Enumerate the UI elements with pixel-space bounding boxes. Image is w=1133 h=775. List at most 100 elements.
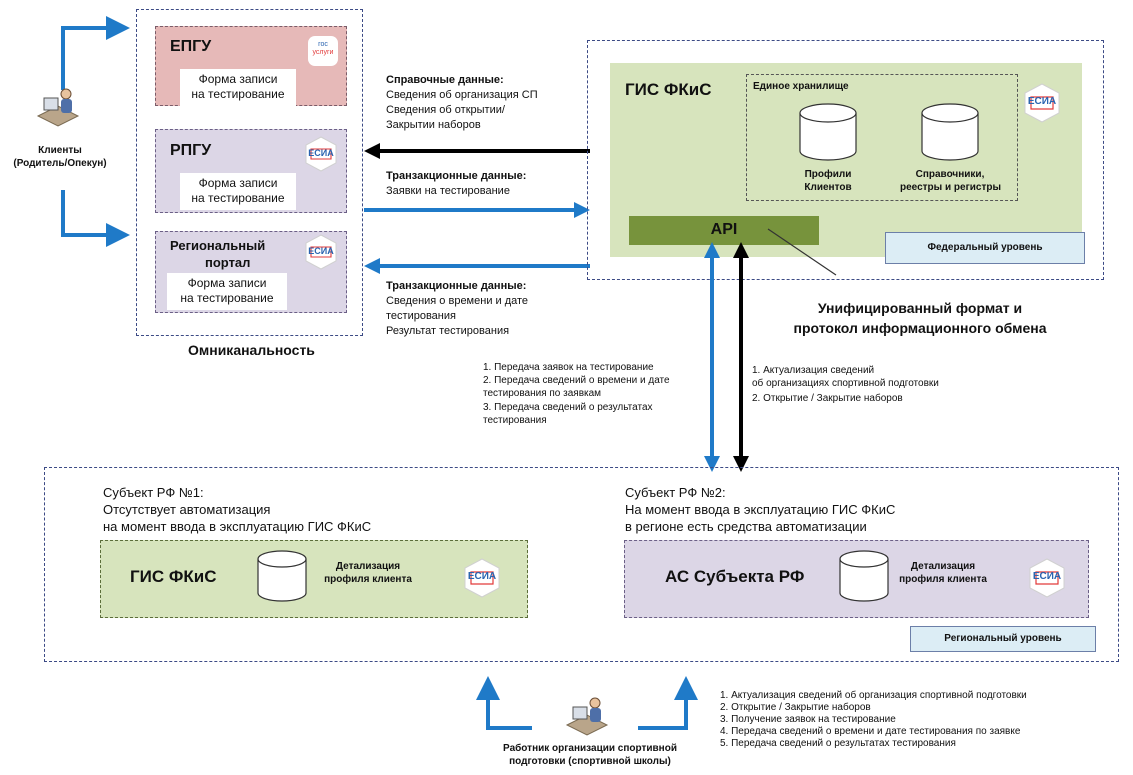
subject1-line3: на момент ввода в эксплуатацию ГИС ФКиС [103,519,372,534]
user-at-computer-icon [565,695,609,736]
db-registries-line1: Справочники, [915,169,985,180]
esia-logo-shape [1029,558,1065,598]
clients-label-line2: (Родитель/Опекун) [13,158,107,169]
epgu-form-line2: на тестирование [191,87,285,101]
database-cylinder-icon [799,103,857,161]
flow-right-item1b: об организациях спортивной подготовки [752,378,939,389]
subject1-line2: Отсутствует автоматизация [103,502,271,517]
api-bar [629,216,819,245]
portal-exchange-arrows [364,143,590,274]
worker-item: 4. Передача сведений о времени и дате те… [720,726,1021,737]
flow-left-item2: 2. Передача сведений о времени и дате [483,375,670,386]
subject2-system-title: АС Субъекта РФ [665,567,805,586]
gis-fkis-title: ГИС ФКиС [625,80,712,99]
unified-storage-title: Единое хранилище [753,81,849,92]
worker-item: 2. Открытие / Закрытие наборов [720,702,871,713]
subject2-line1: Субъект РФ №2: [625,485,726,500]
unified-format-line2: протокол информационного обмена [793,320,1047,336]
db-profiles-line1: Профили [804,169,852,180]
flow-left-item1: 1. Передача заявок на тестирование [483,362,654,373]
subject1-system-title: ГИС ФКиС [130,567,217,586]
esia-logo-shape [305,234,337,270]
worker-item: 5. Передача сведений о результатах тести… [720,738,956,749]
worker-label-line1: Работник организации спортивной [503,743,677,754]
esia-logo-shape [464,558,500,598]
esia-logo-text: ЕСИА [1027,96,1057,107]
reference-data-line2: Сведения об открытии/ [386,104,505,116]
api-label: API [710,221,738,238]
unified-format-pointer [767,228,837,276]
rpgu-form-line1: Форма записи [198,176,278,190]
regional-level-group [44,467,1119,662]
omnichannel-caption: Омниканальность [188,342,315,358]
rpgu-title: РПГУ [170,142,212,159]
esia-logo: ЕСИА [1027,558,1067,598]
transaction2-line2: тестирования [386,310,456,322]
gosuslugi-logo-line1: гос [318,41,328,48]
esia-logo: ЕСИА [303,234,339,270]
transaction1-title: Транзакционные данные: [386,170,527,182]
user-at-computer-icon-svg [565,697,609,736]
regional-portal-form: Форма записи на тестирование [167,273,287,310]
regional-portal-title-line1: Региональный [170,238,266,253]
omnichannel-group [136,9,363,336]
subject2-detail-line2: профиля клиента [899,574,987,585]
esia-logo-text: ЕСИА [467,571,497,582]
epgu-form-line1: Форма записи [198,72,278,86]
api-vertical-arrows [704,242,749,472]
rpgu-form-line2: на тестирование [191,191,285,205]
flow-right-item1: 1. Актуализация сведений [752,365,875,376]
database-cylinder-icon [921,103,979,161]
esia-logo: ЕСИА [303,136,339,172]
regional-level-badge: Региональный уровень [910,626,1096,652]
subject2-detail-line1: Детализация [910,561,976,572]
esia-logo-text: ЕСИА [308,148,334,158]
federal-level-group [587,40,1104,280]
subject2-line2: На момент ввода в эксплуатацию ГИС ФКиС [625,502,896,517]
reference-data-line3: Закрытии наборов [386,119,481,131]
subject2-line3: в регионе есть средства автоматизации [625,519,867,534]
subject1-detail-line2: профиля клиента [324,574,412,585]
rpgu-form: Форма записи на тестирование [180,173,296,210]
subject1-system-panel [100,540,528,618]
flow-left-item3: 3. Передача сведений о результатах [483,402,653,413]
regional-portal-form-line2: на тестирование [180,291,274,305]
transaction2-title: Транзакционные данные: [386,280,527,292]
transaction1-line1: Заявки на тестирование [386,185,510,197]
esia-logo-shape [305,136,337,172]
subject1-line1: Субъект РФ №1: [103,485,204,500]
worker-label-line2: подготовки (спортивной школы) [509,756,671,767]
regional-portal-title-line2: портал [205,255,251,270]
database-cylinder-icon [257,550,307,602]
flow-left-item3b: тестирования [483,415,547,426]
transaction2-line1: Сведения о времени и дате [386,295,529,307]
reference-data-title: Справочные данные: [386,74,504,86]
esia-logo: ЕСИА [1022,83,1062,123]
transaction2-line3: Результат тестирования [386,325,510,337]
esia-logo-text: ЕСИА [1032,571,1062,582]
db-profiles-line2: Клиентов [804,182,852,193]
flow-right-item2: 2. Открытие / Закрытие наборов [752,393,903,404]
esia-logo-shape [1024,83,1060,123]
unified-format-line1: Унифицированный формат и [817,300,1023,316]
esia-logo-text: ЕСИА [308,246,334,256]
gosuslugi-logo: гос услуги [308,36,338,66]
subject1-detail-line1: Детализация [335,561,401,572]
unified-storage-box [746,74,1018,201]
database-cylinder-icon [839,550,889,602]
db-registries-line2: реестры и регистры [900,182,1002,193]
worker-item: 1. Актуализация сведений об организация … [720,690,1027,701]
worker-item: 3. Получение заявок на тестирование [720,714,896,725]
clients-arrows [61,16,130,247]
regional-portal-form-line1: Форма записи [187,276,267,290]
flow-left-item2b: тестирования по заявкам [483,388,602,399]
user-at-computer-icon [36,86,80,127]
federal-level-badge: Федеральный уровень [885,232,1085,264]
epgu-form: Форма записи на тестирование [180,69,296,106]
esia-logo: ЕСИА [462,558,502,598]
worker-arrows [476,676,698,730]
reference-data-line1: Сведения об организация СП [386,89,538,101]
user-at-computer-icon-svg [36,88,80,127]
gosuslugi-logo-line2: услуги [312,49,334,56]
epgu-title: ЕПГУ [170,38,212,55]
